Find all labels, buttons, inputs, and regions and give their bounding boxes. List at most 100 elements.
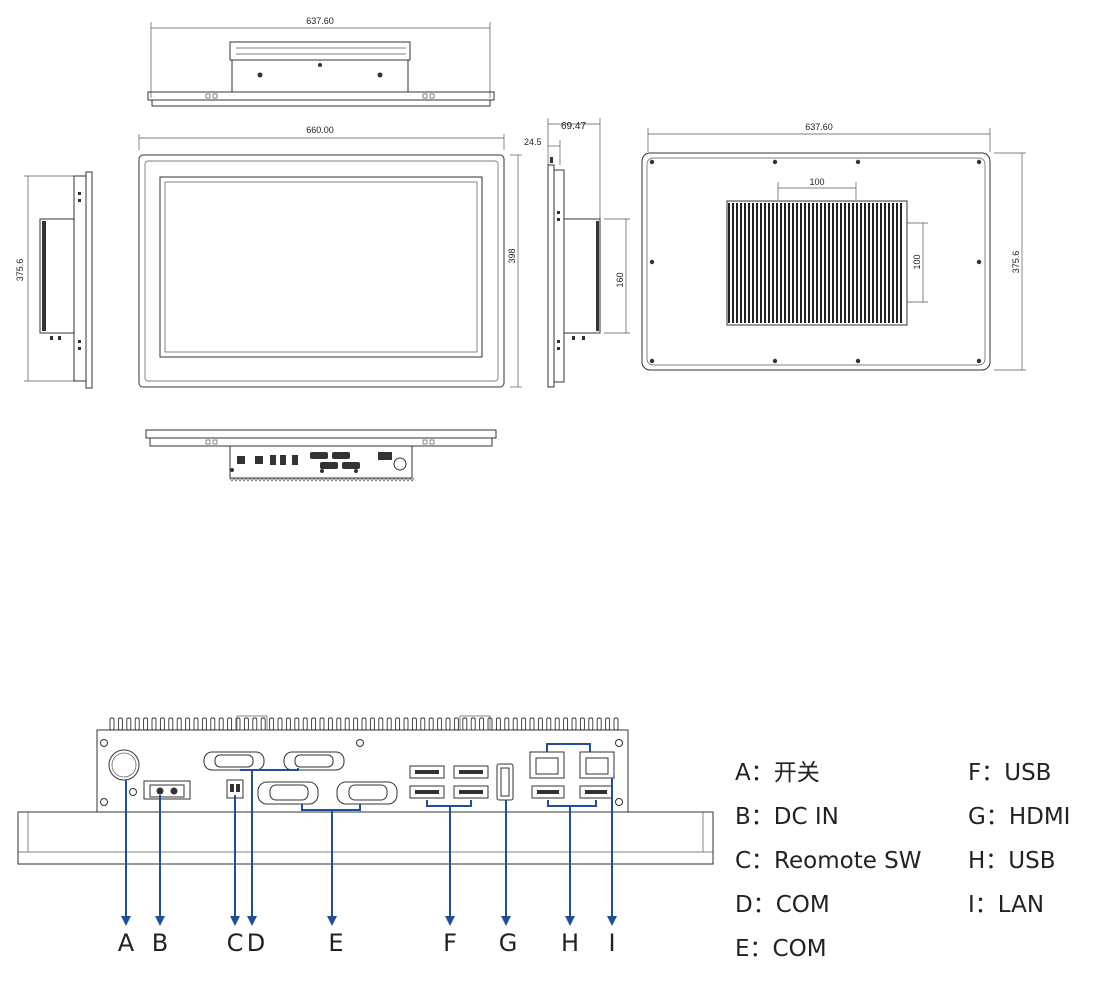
heatsink-fin (311, 717, 317, 731)
side-depth-total-label: 69.47 (561, 121, 586, 132)
heatsink-fin (579, 717, 585, 731)
heatsink-fin (546, 717, 552, 731)
heatsink-fin (302, 717, 308, 731)
legend-g: G：HDMI (968, 804, 1070, 830)
callout-a: A (118, 929, 135, 957)
left-side-view: 375.6 (15, 171, 93, 389)
back-width-label: 637.60 (805, 122, 833, 132)
legend: A：开关 B：DC IN C：Reomote SW D：COM E：COM F：… (735, 760, 1070, 962)
heatsink-fin (344, 717, 350, 731)
heatsink-fin (243, 717, 249, 731)
heatsink-fin (159, 717, 165, 731)
heatsink-fin (479, 717, 485, 731)
heatsink-fin (235, 717, 241, 731)
lan-ports (529, 751, 615, 779)
right-side-view: 69.47 24.5 160 (524, 118, 630, 388)
heatsink-fin (336, 717, 342, 731)
side-height-label: 375.6 (15, 259, 25, 282)
callout-e: E (328, 929, 343, 957)
legend-a: A：开关 (735, 760, 820, 786)
heatsink-fin (537, 717, 543, 731)
heatsink-fin (361, 717, 367, 731)
legend-h: H：USB (968, 848, 1056, 874)
heatsink-fin (294, 717, 300, 731)
callout-letters: A B C D E F G H I (118, 929, 616, 957)
front-width-label: 660.00 (306, 125, 334, 135)
callout-g: G (499, 929, 518, 957)
callout-d: D (247, 929, 265, 957)
bottom-view (145, 429, 497, 482)
heatsink-fin (411, 717, 417, 731)
heatsink-fin (285, 717, 291, 731)
usb-ports-h (531, 785, 613, 799)
callout-h: H (561, 929, 579, 957)
heatsink-fin (403, 717, 409, 731)
heatsink-fin (252, 717, 258, 731)
front-view: 660.00 398 (138, 125, 522, 388)
side-box-height-label: 160 (615, 272, 625, 287)
heatsink-fin (151, 717, 157, 731)
heatsink-fin (353, 717, 359, 731)
heatsink-fin (185, 717, 191, 731)
heatsink-fin (227, 717, 233, 731)
legend-c: C：Reomote SW (735, 848, 922, 874)
heatsink-fin (571, 717, 577, 731)
callout-i: I (608, 929, 615, 957)
heatsink-fin (378, 717, 384, 731)
heatsink-fin (563, 717, 569, 731)
back-heatsink-height-label: 100 (912, 254, 922, 269)
com-ports-upper (203, 751, 345, 771)
heatsink-fin (495, 717, 501, 731)
heatsink-fin (327, 717, 333, 731)
heatsink-fin (193, 717, 199, 731)
heatsink-fin (428, 717, 434, 731)
callout-c: C (227, 929, 244, 957)
legend-f: F：USB (968, 760, 1051, 786)
io-detail-view: A B C D E F G H I (17, 715, 714, 957)
heatsink-fin (437, 717, 443, 731)
com-ports-lower (257, 781, 398, 805)
hdmi-port (496, 763, 514, 801)
heatsink-fin (201, 717, 207, 731)
heatsink-fin (420, 717, 426, 731)
heatsink-fin (176, 717, 182, 731)
callout-f: F (443, 929, 457, 957)
top-width-label: 637.60 (306, 16, 334, 26)
heatsink-fin (218, 717, 224, 731)
heatsink-fin (143, 717, 149, 731)
legend-d: D：COM (735, 892, 830, 918)
heatsink-fin (529, 717, 535, 731)
callout-b: B (152, 929, 168, 957)
heatsink-fin (134, 717, 140, 731)
heatsink-fin (109, 717, 115, 731)
legend-b: B：DC IN (735, 804, 839, 830)
heatsink-fin (277, 717, 283, 731)
legend-e: E：COM (735, 936, 827, 962)
heatsink-fin (395, 717, 401, 731)
heatsink-fin (470, 717, 476, 731)
heatsink-fin (369, 717, 375, 731)
heatsink-fin (168, 717, 174, 731)
heatsink-fin (613, 717, 619, 731)
heatsink-fin (554, 717, 560, 731)
front-height-label: 398 (507, 248, 517, 263)
io-fins (109, 717, 619, 731)
back-height-label: 375.6 (1011, 251, 1021, 274)
top-view: 637.60 (147, 16, 495, 107)
heatsink-fin (319, 717, 325, 731)
heatsink-fin (512, 717, 518, 731)
back-heatsink-width-label: 100 (809, 177, 824, 187)
heatsink-fin (504, 717, 510, 731)
heatsink-fin (210, 717, 216, 731)
side-depth-bezel-label: 24.5 (524, 137, 542, 147)
dc-in-connector (143, 780, 191, 800)
heatsink-fin (386, 717, 392, 731)
heatsink (726, 200, 908, 326)
heatsink-fin (462, 717, 468, 731)
callout-leaders (121, 743, 617, 926)
heatsink-fin (521, 717, 527, 731)
heatsink-fin (445, 717, 451, 731)
usb-ports-f (409, 765, 489, 799)
heatsink-fin (117, 717, 123, 731)
